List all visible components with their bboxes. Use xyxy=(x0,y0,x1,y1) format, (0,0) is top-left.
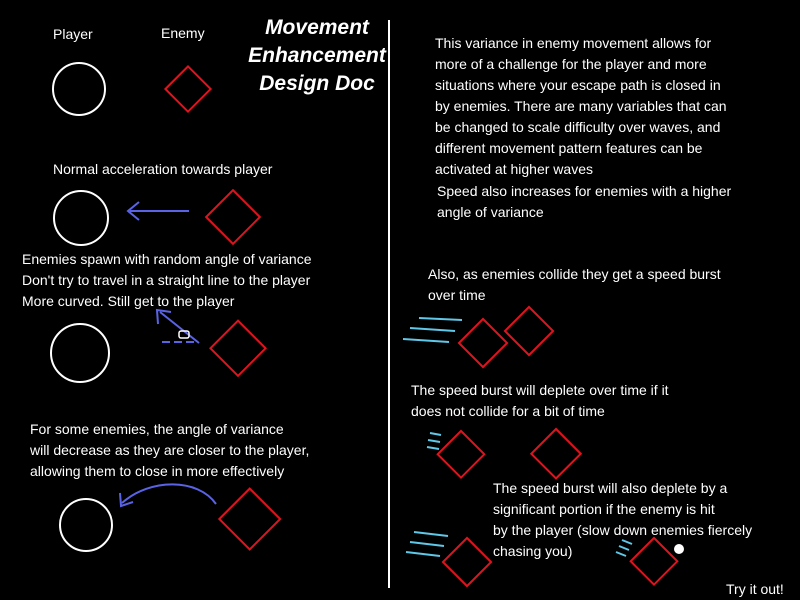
speed-variance-text: Speed also increases for enemies with a … xyxy=(437,183,732,220)
try-it-out-text: Try it out! xyxy=(726,581,784,597)
deplete-hit-text: The speed burst will also deplete by a s… xyxy=(493,480,753,559)
speed-line xyxy=(405,551,441,557)
enemy-diamond-hit-a xyxy=(441,536,493,588)
speed-line xyxy=(427,439,441,443)
speed-line xyxy=(402,338,450,343)
arrow-variance-shaft xyxy=(159,311,200,344)
enemy-diamond-deplete-b xyxy=(529,427,583,480)
enemy-diamond-deplete-a xyxy=(436,429,486,480)
player-bullet xyxy=(674,544,684,554)
player-label: Player xyxy=(53,26,93,42)
variance-text: Enemies spawn with random angle of varia… xyxy=(22,251,312,309)
enemy-diamond-hit-b xyxy=(629,536,679,587)
decrease-text: For some enemies, the angle of variance … xyxy=(30,421,310,479)
enemy-diamond-normal xyxy=(204,188,262,246)
speed-line xyxy=(429,432,442,436)
enemy-diamond-collide-b xyxy=(503,305,555,357)
arrow-variance-head xyxy=(155,308,172,325)
enemy-diamond-legend xyxy=(163,64,213,114)
challenge-text: This variance in enemy movement allows f… xyxy=(435,35,727,177)
enemy-diamond-decrease xyxy=(217,487,282,551)
speed-line xyxy=(615,551,627,557)
speed-line xyxy=(409,327,456,332)
speed-line xyxy=(621,539,633,545)
player-circle-legend xyxy=(52,62,106,116)
cursor-marker-icon xyxy=(178,330,190,339)
arrow-decrease-head xyxy=(119,492,134,508)
speed-line xyxy=(418,317,463,321)
deplete-time-text: The speed burst will deplete over time i… xyxy=(411,382,669,419)
enemy-diamond-collide-a xyxy=(457,317,509,369)
arrow-decrease-curve xyxy=(121,483,217,505)
player-circle-decrease xyxy=(59,498,113,552)
player-circle-normal xyxy=(53,190,109,246)
collide-burst-text: Also, as enemies collide they get a spee… xyxy=(428,266,721,303)
doc-title: Movement Enhancement Design Doc xyxy=(248,16,386,95)
enemy-label: Enemy xyxy=(161,25,205,41)
normal-acceleration-text: Normal acceleration towards player xyxy=(53,161,273,177)
speed-line xyxy=(409,541,445,547)
speed-line xyxy=(426,446,440,450)
arrow-normal-head xyxy=(126,201,140,221)
speed-line xyxy=(413,531,449,537)
enemy-diamond-variance xyxy=(209,319,267,378)
speed-line xyxy=(618,545,630,551)
player-circle-variance xyxy=(50,323,110,383)
